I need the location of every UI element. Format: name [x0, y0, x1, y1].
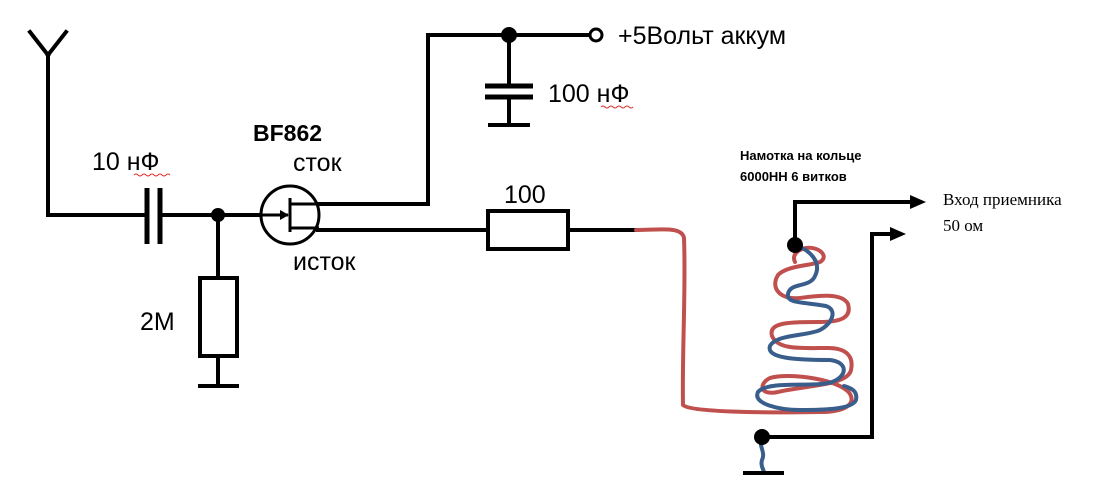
power-label: +5Вольт аккум	[618, 22, 786, 50]
coil-top-dot	[787, 237, 803, 253]
transistor-label: BF862	[253, 120, 322, 146]
winding-note-line2: 6000НН 6 витков	[740, 169, 847, 184]
drain-label: сток	[293, 149, 343, 177]
drain-wire	[316, 33, 592, 206]
output-label-line2: 50 ом	[943, 216, 983, 235]
gate-resistor-label: 2M	[140, 308, 175, 336]
output-arrow-bottom-icon	[890, 227, 906, 241]
spellcheck-underline	[600, 105, 634, 109]
source-label: исток	[293, 248, 357, 276]
winding-note-line1: Намотка на кольце	[740, 148, 862, 163]
series-resistor	[486, 209, 570, 251]
coil-bottom-lead	[760, 232, 894, 439]
antenna-icon	[27, 29, 69, 217]
decoupling-cap-label: 100 нФ	[548, 80, 629, 108]
output-arrow-top-icon	[910, 195, 926, 209]
gate-resistor	[198, 276, 239, 358]
jfet-transistor	[259, 184, 321, 246]
supply-terminal-icon	[588, 27, 604, 43]
coil-bottom-dot	[754, 429, 770, 445]
output-label-line1: Вход приемника	[943, 190, 1062, 209]
coil-top-lead	[793, 200, 914, 247]
decoupling-capacitor	[485, 33, 533, 127]
series-resistor-label: 100	[504, 181, 546, 209]
spellcheck-underline	[133, 173, 171, 177]
primary-winding-wire	[634, 227, 854, 415]
input-cap-label: 10 нФ	[92, 148, 160, 176]
